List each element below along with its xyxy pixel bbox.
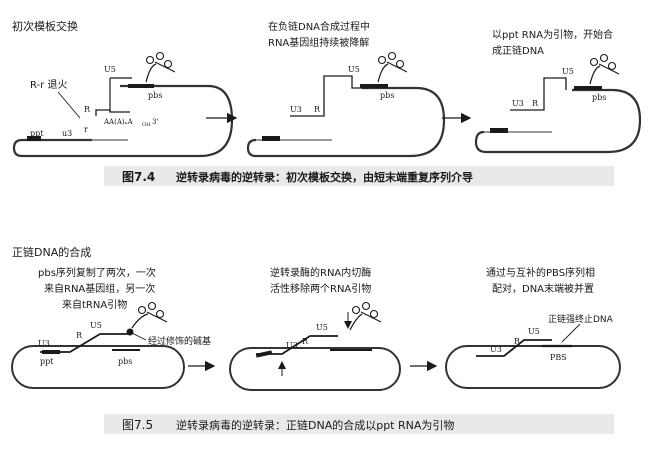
- rna-genome-strand: [474, 88, 642, 154]
- label-polyA-tail: AA(A)ₙA: [103, 118, 134, 126]
- pbs-trna-primer: [360, 84, 388, 88]
- caption-text: 逆转录病毒的逆转录：初次模板交换，由短末端重复序列介导: [176, 170, 473, 184]
- label-ppt: ppt: [30, 129, 44, 138]
- figure-7-5: 正链DNA的合成 pbs序列复制了两次，一次 来自RNA基因组，另一次 来自tR…: [11, 245, 621, 434]
- label-oh: OH: [142, 122, 151, 128]
- label-pbs: pbs: [592, 93, 606, 102]
- section-title-initial-template-switch: 初次模板交换: [12, 19, 78, 33]
- note-line-1: 逆转录酶的RNA内切酶: [270, 266, 371, 279]
- rna-genome-strand: [12, 84, 234, 158]
- note-line-2: 活性移除两个RNA引物: [270, 282, 371, 295]
- trna-cloverleaf-icon: [131, 301, 168, 329]
- ppt-primer: [490, 128, 508, 133]
- caption-bar: [104, 166, 614, 186]
- label-u5: U5: [90, 321, 102, 330]
- minus-strand-dna: [290, 75, 368, 117]
- caption-text: 逆转录病毒的逆转录：正链DNA的合成以ppt RNA为引物: [176, 418, 454, 432]
- label-u3: U3: [290, 105, 302, 114]
- label-R: R: [314, 105, 321, 114]
- note-line-2: 配对，DNA末端被并置: [492, 282, 594, 295]
- label-u5: U5: [562, 67, 574, 76]
- label-pbs: pbs: [148, 91, 162, 100]
- label-u3: U3: [512, 99, 524, 108]
- section-title-plus-strand-synthesis: 正链DNA的合成: [12, 245, 91, 259]
- trna-cloverleaf-icon: [377, 51, 408, 83]
- fig74-panel-1: R-r 退火 U5 pbs R r ppt u3 AA(A)ₙA OH 3': [12, 51, 234, 158]
- caption-number: 图7.5: [122, 418, 153, 432]
- label-PBS: PBS: [550, 353, 567, 362]
- rr-pointer-line: [57, 91, 81, 119]
- label-r: r: [84, 125, 88, 134]
- label-R: R: [302, 337, 309, 346]
- label-modified-base: 经过修饰的碱基: [148, 335, 211, 347]
- label-u5: U5: [316, 323, 328, 332]
- ppt-primer: [42, 350, 60, 354]
- trna-cloverleaf-icon: [145, 51, 176, 83]
- rna-genome-loop: [445, 345, 621, 389]
- label-u5: U5: [528, 327, 540, 336]
- label-3prime: 3': [152, 118, 158, 126]
- ppt-primer-removed: [255, 350, 273, 358]
- label-u5: U5: [348, 65, 360, 74]
- fig75-panel-2: 逆转录酶的RNA内切酶 活性移除两个RNA引物 U5 R U3: [229, 266, 401, 391]
- strong-stop-pointer: [561, 323, 581, 343]
- rna-genome-loop: [229, 347, 401, 391]
- note-line-1: pbs序列复制了两次，一次: [38, 266, 156, 279]
- label-R: R: [514, 337, 521, 346]
- note-line-2: RNA基因组持续被降解: [268, 36, 369, 49]
- note-line-1: 以ppt RNA为引物，开始合: [492, 28, 613, 41]
- fig75-panel-1: pbs序列复制了两次，一次 来自RNA基因组，另一次 来自tRNA引物 经过修饰…: [11, 266, 211, 389]
- label-pbs: pbs: [380, 91, 394, 100]
- note-line-2: 成正链DNA: [492, 44, 544, 57]
- figure-7-4: 初次模板交换 R-r 退火 U5 pbs R r ppt: [12, 19, 642, 186]
- label-u5: U5: [104, 65, 116, 74]
- label-R: R: [76, 331, 83, 340]
- label-u3: U3: [286, 341, 298, 350]
- note-line-1: 在负链DNA合成过程中: [268, 20, 370, 33]
- base-pointer-line: [129, 331, 147, 341]
- label-strong-stop: 正链强终止DNA: [548, 313, 614, 325]
- label-u3: U3: [490, 345, 502, 354]
- label-u3: u3: [62, 129, 72, 138]
- pbs-trna-primer: [128, 84, 154, 88]
- rna-genome-strand: [246, 86, 446, 158]
- label-pbs: pbs: [118, 357, 132, 366]
- label-R: R: [84, 105, 91, 114]
- note-line-2: 来自RNA基因组，另一次: [44, 282, 155, 295]
- fig74-panel-2: 在负链DNA合成过程中 RNA基因组持续被降解 U5 pbs R U3: [246, 20, 446, 158]
- note-line-3: 来自tRNA引物: [62, 298, 127, 311]
- ppt-site: [27, 136, 41, 141]
- note-line-1: 通过与互补的PBS序列相: [486, 266, 595, 279]
- label-rr-annealing: R-r 退火: [30, 79, 67, 91]
- trna-cloverleaf-icon: [589, 53, 620, 85]
- fig74-panel-3: 以ppt RNA为引物，开始合 成正链DNA U5 pbs R U3: [474, 28, 642, 154]
- rna-genome-loop: [11, 345, 185, 389]
- caption-number: 图7.4: [122, 170, 155, 184]
- label-R: R: [532, 99, 539, 108]
- label-u3: U3: [38, 339, 50, 348]
- pbs-trna-primer: [574, 86, 602, 90]
- minus-strand-dna: [95, 109, 130, 116]
- minus-strand-dna: [476, 339, 552, 357]
- label-ppt: ppt: [40, 357, 54, 366]
- ppt-site: [262, 136, 280, 141]
- minus-strand-dna: [510, 77, 567, 111]
- fig75-panel-3: 通过与互补的PBS序列相 配对，DNA末端被并置 正链强终止DNA U5 R U…: [445, 266, 621, 389]
- caption-bar: [104, 414, 614, 434]
- trna-cloverleaf-icon: [349, 301, 382, 331]
